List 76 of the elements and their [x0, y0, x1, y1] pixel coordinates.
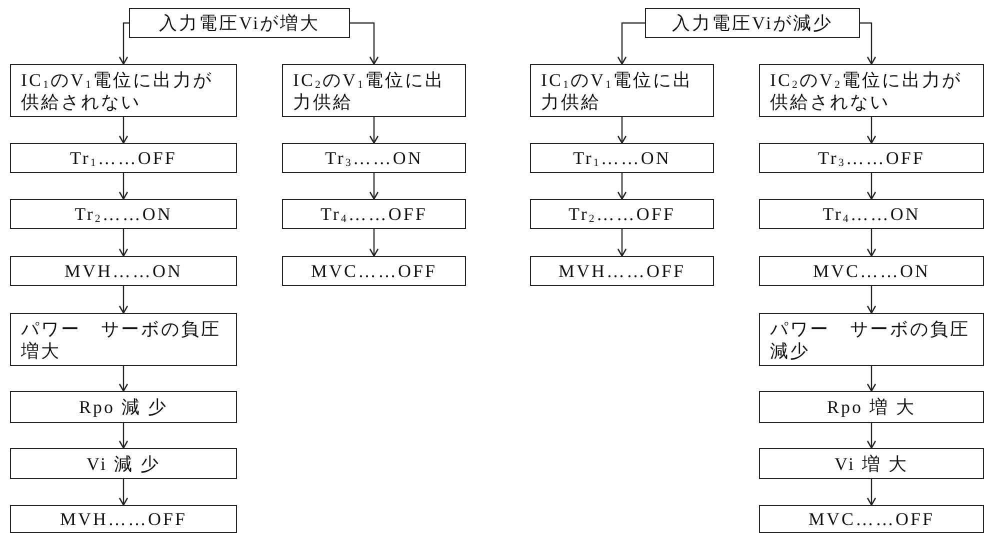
box-text: パワー サーボの負圧増大 [21, 318, 222, 362]
process-box [10, 199, 237, 229]
process-box [10, 313, 237, 366]
arrow [866, 229, 876, 257]
arrow [118, 173, 128, 200]
arrow [617, 22, 645, 65]
box-text: Vi 増 大 [834, 452, 908, 474]
box-text: Rpo 増 大 [826, 396, 916, 418]
arrow [617, 173, 627, 200]
process-box [282, 256, 466, 286]
box-text: 入力電圧Viが減少 [672, 12, 833, 34]
arrow [369, 117, 379, 144]
arrow [118, 479, 128, 506]
box-text: MVH……OFF [60, 508, 188, 530]
process-box [759, 448, 984, 479]
arrow [350, 22, 379, 65]
arrow [369, 173, 379, 200]
box-text: 入力電圧Viが増大 [159, 12, 320, 34]
arrow [866, 173, 876, 200]
arrow [369, 229, 379, 257]
process-box [10, 391, 237, 423]
process-box [129, 8, 350, 38]
process-box [10, 64, 237, 117]
box-text: MVH……OFF [558, 260, 686, 282]
process-box [759, 391, 984, 423]
process-box [759, 256, 984, 286]
process-box [10, 143, 237, 173]
process-box [530, 143, 714, 173]
arrow [866, 423, 876, 449]
process-box [645, 8, 860, 38]
process-box [759, 199, 984, 229]
arrow [617, 229, 627, 257]
process-box [10, 256, 237, 286]
arrow [118, 117, 128, 144]
arrow [866, 366, 876, 392]
box-text: パワー サーボの負圧減少 [770, 318, 971, 362]
process-box [530, 256, 714, 286]
arrow [118, 423, 128, 449]
box-text: Rpo 減 少 [78, 396, 168, 418]
process-box [759, 64, 984, 117]
process-box [10, 505, 237, 533]
box-text: IC$_{1}$のV$_{1}$電位に出力供給 [541, 68, 694, 112]
arrow [118, 22, 129, 65]
process-box [282, 64, 466, 117]
process-box [530, 64, 714, 117]
box-text: Tr$_{1}$……ON [573, 147, 671, 169]
box-text: IC$_{2}$のV$_{1}$電位に出力供給 [293, 68, 446, 112]
arrow [866, 479, 876, 506]
arrow [118, 366, 128, 392]
process-box [10, 448, 237, 479]
box-text: Tr$_{1}$……OFF [70, 147, 177, 169]
process-box [759, 505, 984, 533]
process-box [282, 143, 466, 173]
box-text: IC$_{2}$のV$_{2}$電位に出力が供給されない [770, 68, 963, 112]
box-text: Tr$_{2}$……ON [74, 203, 172, 225]
process-box [759, 143, 984, 173]
box-text: Tr$_{3}$……OFF [818, 147, 925, 169]
box-text: Vi 減 少 [86, 452, 160, 474]
box-text: MVH……ON [64, 260, 182, 282]
process-box [759, 313, 984, 366]
box-text: MVC……OFF [808, 508, 935, 530]
arrow [866, 286, 876, 314]
arrow [866, 117, 876, 144]
arrow [118, 286, 128, 314]
process-box [530, 199, 714, 229]
box-text: Tr$_{2}$……OFF [568, 203, 676, 225]
box-text: Tr$_{4}$……OFF [320, 203, 428, 225]
box-text: Tr$_{4}$……ON [822, 203, 920, 225]
box-text: IC$_{1}$のV$_{1}$電位に出力が供給されない [21, 68, 214, 112]
arrow [860, 22, 876, 65]
box-text: MVC……ON [812, 260, 930, 282]
process-box [282, 199, 466, 229]
arrow [118, 229, 128, 257]
arrow [617, 117, 627, 144]
box-text: Tr$_{3}$……ON [325, 147, 423, 169]
box-text: MVC……OFF [310, 260, 438, 282]
